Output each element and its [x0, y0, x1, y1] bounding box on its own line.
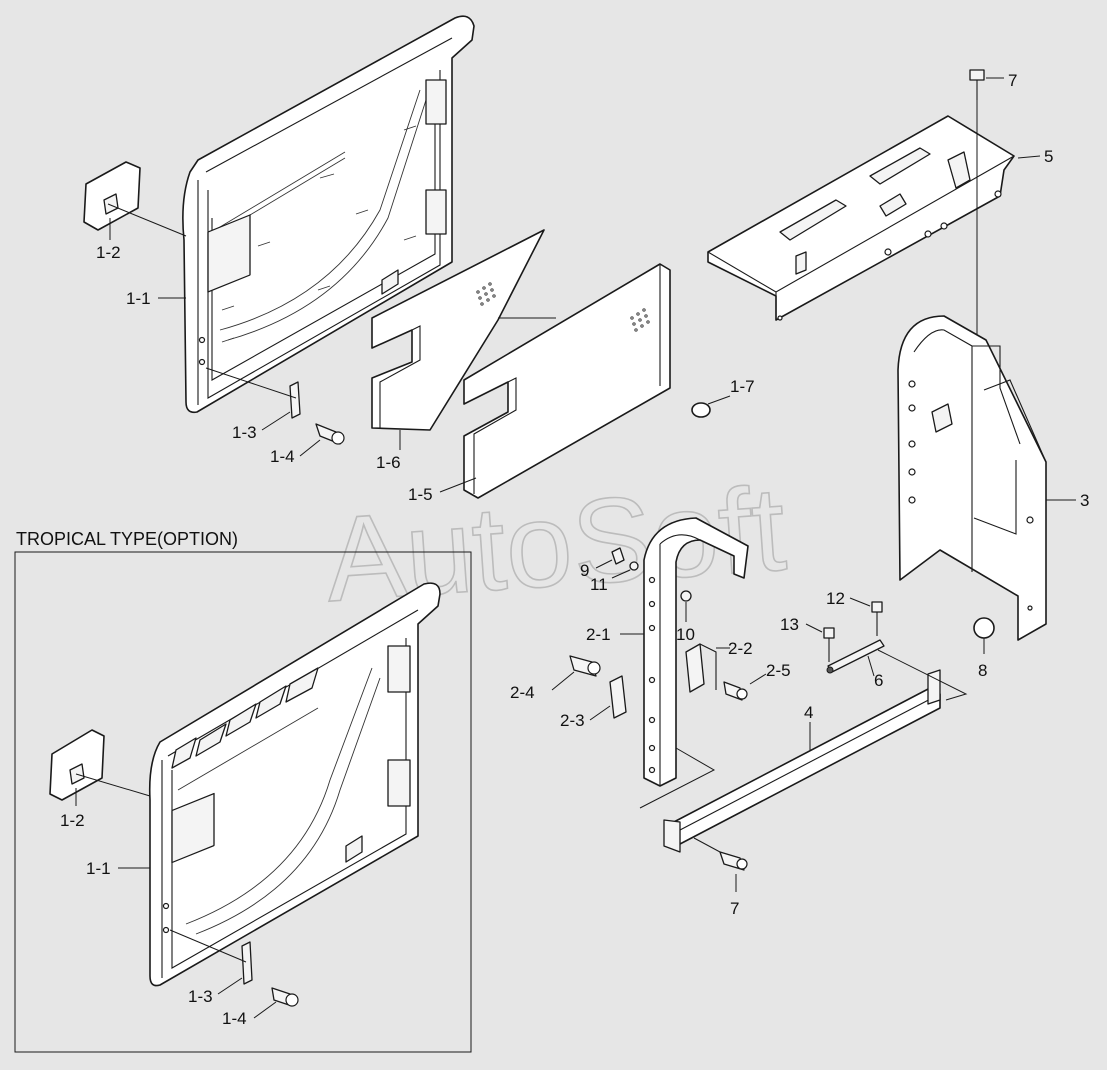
label-10: 10 — [676, 625, 695, 644]
plug-8 — [973, 617, 995, 654]
label-2-4: 2-4 — [510, 683, 535, 702]
clip-2-3 — [589, 675, 627, 721]
inset-clip-1-3 — [169, 929, 253, 995]
nut-10 — [680, 590, 692, 622]
inset-door-panel-1-1 — [118, 582, 441, 987]
label-9: 9 — [580, 561, 589, 580]
door-panel-1-1 — [182, 15, 475, 414]
label-2-3: 2-3 — [560, 711, 585, 730]
label-1-4-top: 1-4 — [270, 447, 295, 466]
label-6: 6 — [874, 671, 883, 690]
label-12: 12 — [826, 589, 845, 608]
label-3: 3 — [1080, 491, 1089, 510]
label-7-bottom: 7 — [730, 899, 739, 918]
cross-member-4 — [639, 649, 968, 853]
label-1-2-inset: 1-2 — [60, 811, 85, 830]
label-1-4-inset: 1-4 — [222, 1009, 247, 1028]
label-1-3-inset: 1-3 — [188, 987, 213, 1006]
tropical-inset: 1-1 1-2 1-3 1-4 — [14, 551, 472, 1053]
label-2-1: 2-1 — [586, 625, 611, 644]
label-2-2: 2-2 — [728, 639, 753, 658]
inset-title: TROPICAL TYPE(OPTION) — [16, 529, 238, 549]
label-5: 5 — [1044, 147, 1053, 166]
bolt-2-4 — [551, 655, 601, 691]
bolt-7-top — [969, 69, 1004, 342]
label-7-top: 7 — [1008, 71, 1017, 90]
bracket-2-2 — [685, 643, 730, 693]
label-8: 8 — [978, 661, 987, 680]
bolt-7-bottom — [693, 837, 748, 892]
label-2-5: 2-5 — [766, 661, 791, 680]
side-frame-3 — [897, 315, 1076, 641]
label-1-6: 1-6 — [376, 453, 401, 472]
bolt-12 — [849, 597, 883, 636]
door-skin-1-5 — [439, 263, 671, 499]
bolt-2-5 — [723, 673, 767, 701]
label-1-2-top: 1-2 — [96, 243, 121, 262]
mounting-plate-5 — [707, 115, 1041, 321]
label-1-5: 1-5 — [408, 485, 433, 504]
bolt-13 — [805, 623, 835, 662]
bolt-9 — [595, 547, 625, 569]
inset-latch-1-2 — [49, 729, 151, 806]
inset-bolt-1-4 — [253, 987, 299, 1019]
label-11: 11 — [590, 575, 608, 594]
label-1-1-inset: 1-1 — [86, 859, 111, 878]
label-1-1-top: 1-1 — [126, 289, 151, 308]
rod-6 — [826, 639, 885, 677]
bolt-1-4-top — [299, 423, 345, 457]
label-1-3-top: 1-3 — [232, 423, 257, 442]
plug-1-7 — [691, 395, 731, 418]
label-4: 4 — [804, 703, 813, 722]
washer-11 — [611, 561, 639, 579]
latch-1-2-top — [83, 161, 187, 240]
label-1-7: 1-7 — [730, 377, 755, 396]
insulation-panel-1-6 — [371, 229, 545, 450]
side-post-2-1 — [620, 517, 749, 787]
label-13: 13 — [780, 615, 799, 634]
clip-1-3-top — [205, 367, 301, 431]
